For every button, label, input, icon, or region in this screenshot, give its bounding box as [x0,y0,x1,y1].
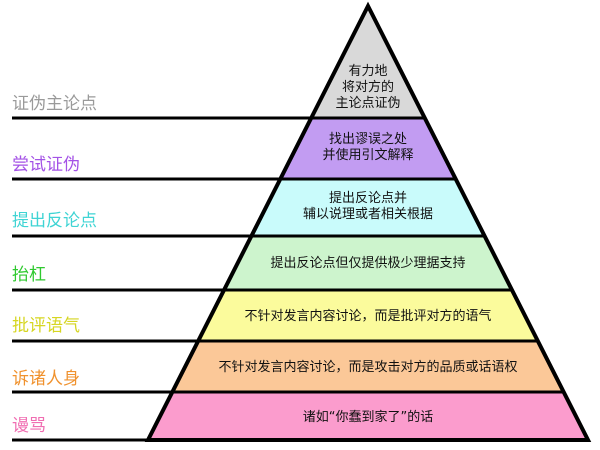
tier-text-ad-hominem: 不针对发言内容讨论，而是攻击对方的品质或话语权 [158,360,578,376]
tier-text-refute-central-point: 有力地 将对方的 主论点证伪 [318,64,418,112]
pyramid-tier [148,392,588,440]
level-label-counterargument: 提出反论点 [12,211,97,231]
tier-line: 主论点证伪 [335,96,401,111]
tier-line: 不针对发言内容讨论，而是攻击对方的品质或话语权 [218,360,518,375]
tier-text-responding-to-tone: 不针对发言内容讨论，而是批评对方的语气 [178,309,558,325]
tier-line: 有力地 [348,64,388,79]
level-label-contradiction: 抬杠 [12,265,46,285]
tier-line: 提出反论点但仅提供极少理据支持 [270,256,466,271]
pyramid-tier [224,236,512,290]
level-label-responding-to-tone: 批评语气 [12,316,80,336]
tier-text-refutation: 找出谬误之处 并使用引文解释 [288,132,448,164]
tier-line: 并使用引文解释 [322,148,414,163]
tier-line: 提出反论点并 [328,191,407,206]
tier-text-counterargument: 提出反论点并 辅以说理或者相关根据 [268,191,468,223]
tier-line: 诸如“你蠢到家了”的话 [302,410,434,425]
pyramid-tier [280,118,456,179]
tier-line: 找出谬误之处 [328,132,407,147]
level-label-refutation: 尝试证伪 [12,155,80,175]
pyramid-tier [251,179,485,236]
pyramid-tier [311,6,425,118]
level-label-refute-central-point: 证伪主论点 [12,94,97,114]
tier-line: 不针对发言内容讨论，而是批评对方的语气 [244,309,492,324]
level-label-name-calling: 谩骂 [12,416,46,436]
pyramid-tier [198,290,538,341]
pyramid-tier [172,341,564,392]
tier-text-contradiction: 提出反论点但仅提供极少理据支持 [218,256,518,272]
level-label-ad-hominem: 诉诸人身 [12,369,80,389]
tier-line: 将对方的 [341,80,394,95]
tier-line: 辅以说理或者相关根据 [302,207,433,222]
tier-text-name-calling: 诸如“你蠢到家了”的话 [198,410,538,426]
